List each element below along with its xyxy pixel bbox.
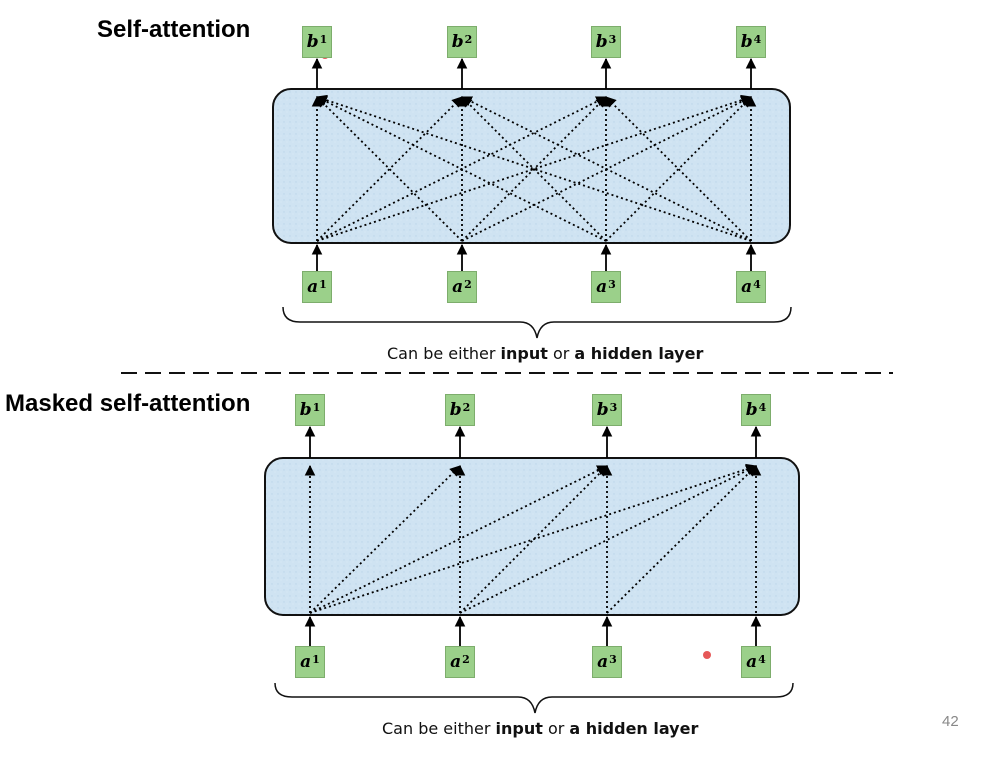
self-attention-title: Self-attention	[97, 16, 251, 43]
attention-link	[605, 96, 752, 242]
masked-self-attention-title: Masked self-attention	[5, 390, 251, 417]
attention-link	[461, 96, 607, 242]
bottom-brace	[274, 682, 794, 714]
attention-link	[316, 96, 463, 242]
masked-self-attention-connections	[304, 425, 762, 646]
attention-link	[309, 463, 758, 614]
caption-bottom: Can be either input or a hidden layer	[382, 719, 699, 738]
attention-link	[316, 96, 463, 242]
page-number: 42	[942, 713, 959, 730]
cursor-dot	[703, 651, 711, 659]
attention-link	[605, 96, 752, 242]
top-brace	[282, 306, 792, 339]
attention-link	[459, 465, 757, 614]
attention-link	[309, 465, 461, 614]
attention-link	[315, 94, 752, 242]
self-attention-connections	[311, 57, 757, 271]
attention-link	[316, 96, 607, 242]
attention-link	[461, 96, 752, 242]
attention-link	[316, 94, 753, 242]
masked-self-attention-panel	[264, 457, 800, 616]
caption-top: Can be either input or a hidden layer	[387, 344, 704, 363]
attention-link	[309, 465, 608, 614]
